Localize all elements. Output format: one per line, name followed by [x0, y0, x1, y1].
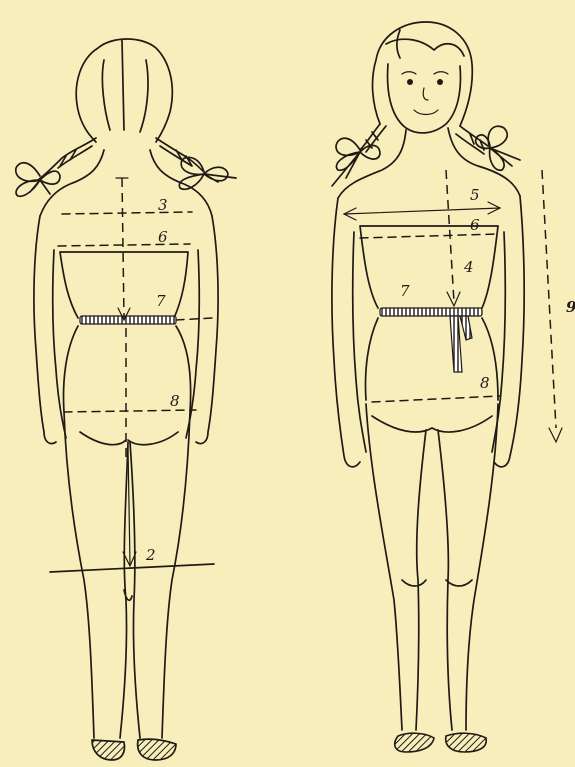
back-line-2: [50, 564, 214, 572]
front-line-8: [372, 396, 500, 402]
front-left-shoe: [395, 733, 434, 752]
back-label-2: 2: [145, 546, 156, 564]
front-arrowhead-9: [549, 428, 562, 442]
front-label-9: 9: [566, 298, 575, 316]
front-label-6: 6: [470, 216, 480, 234]
front-line-5: [344, 208, 500, 214]
back-left-bow: [16, 163, 60, 197]
back-hair: [76, 39, 172, 142]
back-left-shoe: [92, 740, 125, 760]
front-right-braid: [456, 126, 488, 154]
front-belt: [380, 308, 482, 316]
front-right-bow: [476, 126, 520, 170]
back-label-3: 3: [158, 196, 168, 214]
front-belt-tie: [450, 316, 472, 372]
front-left-bow: [332, 138, 380, 186]
back-label-8: 8: [170, 392, 180, 410]
front-torso: [360, 226, 498, 308]
back-legs: [64, 412, 190, 738]
back-right-braid: [156, 138, 206, 174]
front-view-figure: [332, 22, 524, 752]
front-shoulders: [338, 128, 520, 198]
front-mouth: [414, 110, 438, 115]
front-measurements: 5 6 4 7 8 9: [344, 170, 575, 442]
back-line-3: [62, 212, 192, 214]
front-label-5: 5: [470, 186, 480, 204]
front-line-6: [360, 234, 498, 238]
front-line-9: [542, 170, 556, 428]
back-label-6: 6: [158, 228, 168, 246]
front-label-7: 7: [400, 282, 410, 300]
back-shoulders: [40, 150, 212, 216]
front-label-4: 4: [463, 258, 474, 276]
back-right-shoe: [138, 739, 176, 760]
back-line-vertical-upper: [122, 178, 124, 318]
front-right-shoe: [446, 733, 487, 752]
back-line-6: [58, 244, 190, 246]
front-shorts: [366, 318, 499, 432]
back-line-vertical-leg: [128, 446, 130, 564]
back-view-figure: [16, 39, 236, 760]
front-legs: [366, 404, 498, 730]
back-right-bow: [179, 157, 236, 189]
back-left-arm: [34, 216, 66, 444]
front-right-eye: [437, 79, 443, 85]
back-shorts: [64, 326, 191, 445]
back-line-7-extension: [176, 318, 212, 320]
back-line-8: [64, 410, 196, 412]
front-nose: [423, 88, 428, 100]
front-label-8: 8: [480, 374, 490, 392]
back-belt: [80, 316, 176, 324]
back-label-7: 7: [156, 292, 166, 310]
front-eyebrows: [402, 72, 448, 74]
front-left-eye: [407, 79, 413, 85]
